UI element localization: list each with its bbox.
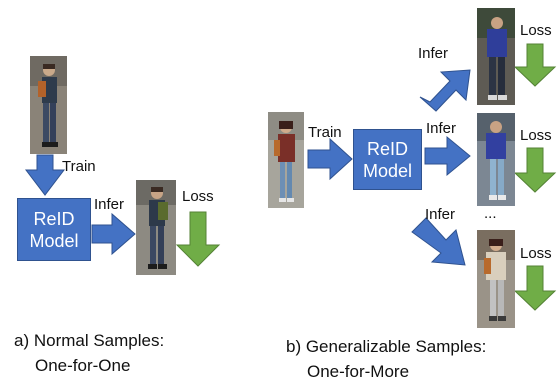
- ellipsis: ...: [484, 205, 497, 222]
- infer-label-a: Infer: [94, 196, 125, 213]
- loss-arrow-b1: [513, 43, 557, 87]
- loss-label-b2: Loss: [520, 127, 552, 144]
- reid-model-box-a: ReID Model: [17, 198, 91, 261]
- train-label-b: Train: [308, 124, 342, 141]
- person-image-b-output-2: [477, 113, 515, 206]
- loss-label-a: Loss: [182, 188, 214, 205]
- person-image-b-input: [268, 112, 304, 208]
- train-arrow-a: [24, 154, 66, 196]
- person-image-a-output: [136, 180, 176, 275]
- loss-arrow-a: [175, 211, 221, 267]
- caption-b-line1: b) Generalizable Samples:: [286, 337, 487, 356]
- infer-arrow-b2: [424, 135, 471, 177]
- infer-arrow-b3: [411, 217, 466, 266]
- train-arrow-b: [307, 137, 353, 181]
- person-image-b-output-1: [477, 8, 515, 105]
- loss-arrow-b2: [513, 147, 557, 193]
- person-image-b-output-3: [477, 230, 515, 328]
- infer-label-b2: Infer: [426, 120, 457, 137]
- loss-arrow-b3: [513, 265, 557, 311]
- reid-model-a-line2: Model: [29, 230, 79, 251]
- reid-model-a-line1: ReID: [33, 208, 75, 229]
- loss-label-b1: Loss: [520, 22, 552, 39]
- loss-label-b3: Loss: [520, 245, 552, 262]
- reid-model-b-line2: Model: [362, 160, 413, 181]
- infer-arrow-a: [91, 212, 136, 256]
- train-label-a: Train: [62, 158, 96, 175]
- infer-arrow-b1: [419, 69, 471, 112]
- person-image-a-input: [30, 56, 67, 154]
- infer-label-b1: Infer: [418, 45, 449, 62]
- caption-b-line2: One-for-More: [307, 362, 410, 381]
- reid-model-box-b: ReID Model: [353, 129, 422, 190]
- caption-a-line2: One-for-One: [35, 356, 131, 375]
- caption-a-line1: a) Normal Samples:: [14, 331, 165, 350]
- infer-label-b3: Infer: [425, 206, 456, 223]
- reid-model-b-line1: ReID: [366, 138, 408, 159]
